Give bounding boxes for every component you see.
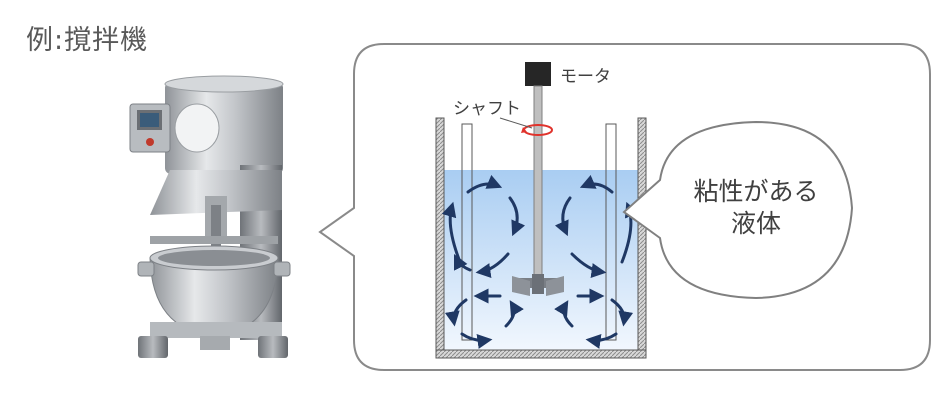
liquid-speech-bubble: [622, 120, 854, 300]
rotation-arrow-icon: [521, 124, 553, 136]
flow-arrows: [441, 174, 639, 349]
page-title: 例:撹拌機: [26, 25, 149, 56]
motor-block-icon: [525, 62, 551, 86]
motor-label: モータ: [560, 67, 611, 87]
impeller: [512, 274, 564, 296]
shaft-leader-line: [499, 117, 533, 129]
liquid-label-line2: 液体: [731, 209, 781, 238]
liquid-label-line1: 粘性がある: [693, 177, 818, 206]
stand-mixer-machine-icon: [129, 75, 291, 358]
shaft-label: シャフト: [453, 99, 521, 119]
shaft: [533, 85, 543, 291]
